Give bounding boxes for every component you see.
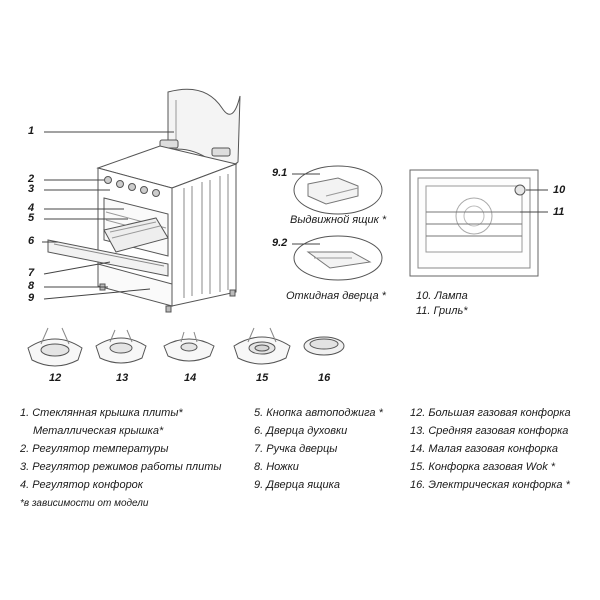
lamp-caption: 10. Лампа <box>416 290 468 302</box>
burner-label-16: 16 <box>318 372 331 384</box>
burner-label-12: 12 <box>49 372 62 384</box>
callout-11: 11 <box>553 206 565 218</box>
legend-column-1: 1. Стеклянная крышка плиты* Металлическа… <box>20 404 222 494</box>
callout-4: 4 <box>28 202 35 214</box>
callout-leaders <box>42 131 174 300</box>
door-caption: Откидная дверца * <box>286 290 386 302</box>
burner-label-14: 14 <box>184 372 197 384</box>
burner-14 <box>163 331 215 362</box>
drawer-caption: Выдвижной ящик * <box>290 214 387 226</box>
drawer-inset <box>292 165 383 215</box>
burner-15 <box>233 327 291 365</box>
oven-interior-inset <box>409 169 548 277</box>
legend-item-2: 2. Регулятор температуры <box>20 443 169 455</box>
callout-6: 6 <box>28 235 35 247</box>
callout-9-2: 9.2 <box>272 237 288 249</box>
callout-9-1: 9.1 <box>272 167 288 179</box>
legend-item-13: 13. Средняя газовая конфорка <box>410 425 569 437</box>
burner-label-13: 13 <box>116 372 129 384</box>
legend-item-15: 15. Конфорка газовая Wok * <box>410 461 556 473</box>
callout-2: 2 <box>28 173 35 185</box>
callout-1: 1 <box>28 125 35 137</box>
callout-9: 9 <box>28 292 35 304</box>
legend-item-12: 12. Большая газовая конфорка <box>410 407 571 419</box>
legend-column-3: 12. Большая газовая конфорка 13. Средняя… <box>410 404 571 494</box>
legend-item-1-alt: Металлическая крышка* <box>33 425 164 437</box>
legend-item-8: 8. Ножки <box>254 461 299 473</box>
legend-item-14: 14. Малая газовая конфорка <box>410 443 558 455</box>
legend-item-3: 3. Регулятор режимов работы плиты <box>20 461 222 473</box>
legend-item-9: 9. Дверца ящика <box>254 479 340 491</box>
callout-5: 5 <box>28 212 35 224</box>
callout-7: 7 <box>28 267 35 279</box>
legend-item-16: 16. Электрическая конфорка * <box>410 479 570 491</box>
legend-column-2: 5. Кнопка автоподжига * 6. Дверца духовк… <box>254 404 383 494</box>
glass-lid <box>159 88 241 167</box>
callout-8: 8 <box>28 280 35 292</box>
burner-13 <box>95 329 147 364</box>
legend-item-7: 7. Ручка дверцы <box>254 443 338 455</box>
legend-item-4: 4. Регулятор конфорок <box>20 479 143 491</box>
callout-10: 10 <box>553 184 566 196</box>
grill-caption: 11. Гриль* <box>416 305 468 317</box>
burner-16 <box>303 336 345 356</box>
stove-body <box>47 145 238 313</box>
door-inset <box>292 235 383 281</box>
burner-label-15: 15 <box>256 372 269 384</box>
legend-item-1: 1. Стеклянная крышка плиты* <box>20 407 183 419</box>
footnote: *в зависимости от модели <box>20 498 149 509</box>
legend-item-6: 6. Дверца духовки <box>254 425 348 437</box>
callout-3: 3 <box>28 183 35 195</box>
legend-item-5: 5. Кнопка автоподжига * <box>254 407 383 419</box>
burner-12 <box>27 327 83 367</box>
